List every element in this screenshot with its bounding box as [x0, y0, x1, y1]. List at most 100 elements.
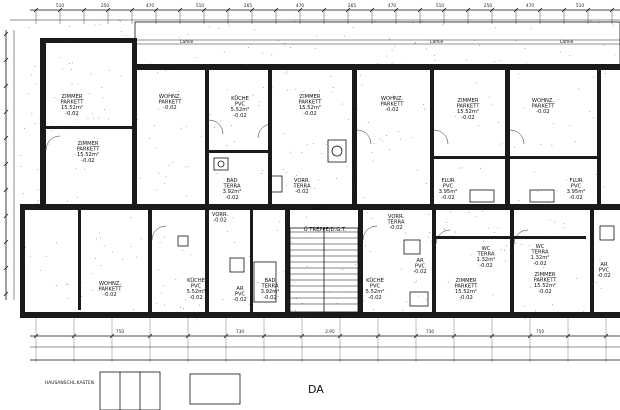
- room-label-line: PARKETT: [77, 147, 101, 153]
- room-label-line: 3.92m²: [261, 289, 280, 295]
- room-label-line: PVC: [235, 102, 246, 108]
- room-label-line: KÜCHE: [231, 95, 249, 102]
- room-label-podest: 10.00: [311, 206, 326, 212]
- room-label-line: -0.02: [189, 295, 202, 301]
- room-label-line: -0.02: [538, 289, 551, 295]
- room-label-line: 5.52m²: [187, 289, 206, 295]
- footer-note: HAUSANSCHL.KASTEN: [45, 380, 94, 386]
- room-label-line: PVC: [235, 292, 246, 298]
- room-label-line: -0.02: [233, 297, 246, 303]
- room-label-line: -0.02: [569, 195, 582, 201]
- room-label-line: 15.52m²: [77, 152, 99, 158]
- room-label-wohnz-4: WOHNZ.PARKETT-0.02: [99, 281, 123, 298]
- room-label-vorr-2: VORR.-0.02: [212, 212, 229, 224]
- room-label-wohnz-3: WOHNZ.PARKETT-0.02: [532, 98, 556, 115]
- bottom-dim-5: 750: [536, 329, 544, 335]
- room-label-line: PVC: [370, 284, 381, 290]
- room-label-line: PVC: [191, 284, 202, 290]
- room-label-line: PARKETT: [457, 104, 481, 110]
- room-label-line: PARKETT: [61, 100, 85, 106]
- section-mark: DA: [308, 383, 324, 396]
- room-label-line: -0.02: [441, 195, 454, 201]
- room-label-line: -0.02: [479, 263, 492, 269]
- room-label-line: 3.95m²: [439, 189, 458, 195]
- room-label-line: -0.02: [385, 107, 398, 113]
- room-label-line: BAD: [264, 278, 275, 284]
- room-label-line: FLUR: [569, 178, 582, 184]
- room-label-line: WOHNZ.: [381, 96, 404, 102]
- room-label-line: ZIMMER: [78, 141, 99, 147]
- room-label-line: -0.02: [233, 113, 246, 119]
- room-label-line: PARKETT: [159, 100, 183, 106]
- top-dim-10: 250: [484, 3, 492, 9]
- room-label-line: -0.02: [295, 189, 308, 195]
- room-label-line: -0.02: [103, 292, 116, 298]
- room-label-line: AR: [236, 286, 244, 292]
- room-label-line: -0.02: [597, 273, 610, 279]
- partition-walls: [78, 70, 601, 314]
- room-label-line: VORR.: [294, 178, 311, 184]
- room-label-line: AR: [416, 258, 424, 264]
- room-label-line: AR: [600, 262, 608, 268]
- room-label-line: WOHNZ.: [159, 94, 182, 100]
- room-label-line: -0.02: [81, 158, 94, 164]
- room-label-line: FLUR: [441, 178, 454, 184]
- bottom-dimension-chain: 750 730 2.95 730 750: [30, 318, 620, 362]
- room-label-line: 15.52m²: [455, 289, 477, 295]
- room-label-wohnz-1: WOHNZ.PARKETT-0.02: [159, 94, 183, 111]
- left-dimension-chain: [3, 30, 15, 300]
- room-label-vorr-1: VORR.TERRA-0.02: [293, 178, 311, 195]
- room-label-line: PARKETT: [534, 278, 558, 284]
- room-label-line: PARKETT: [99, 287, 123, 293]
- room-label-line: -0.02: [368, 295, 381, 301]
- corridor-label-3: Lamie: [560, 39, 574, 45]
- room-label-wohnz-2: WOHNZ.PARKETT-0.02: [381, 96, 405, 113]
- top-dim-11: 470: [526, 3, 534, 9]
- foundation-detail: HAUSANSCHL.KASTEN DA: [45, 371, 324, 410]
- room-label-line: TERRA: [261, 284, 279, 290]
- room-label-line: KÜCHE: [187, 277, 205, 284]
- room-label-line: PVC: [443, 184, 454, 190]
- staircase: [289, 227, 359, 313]
- room-label-line: -0.02: [536, 109, 549, 115]
- top-dim-6: 470: [296, 3, 304, 9]
- room-label-line: WC: [536, 244, 545, 250]
- outer-walls: [20, 38, 620, 318]
- room-label-vorr-3: VORR.TERRA-0.02: [387, 214, 405, 231]
- bottom-dim-4: 730: [426, 329, 434, 335]
- room-label-line: 15.52m²: [61, 105, 83, 111]
- top-dim-8: 470: [388, 3, 396, 9]
- corridor-label-2: Lamie: [430, 39, 444, 45]
- room-label-line: Ü TREPPE/D.G.T.: [304, 226, 347, 233]
- room-label-line: PVC: [599, 268, 610, 274]
- room-label-line: KÜCHE: [366, 277, 384, 284]
- room-label-line: TERRA: [531, 250, 549, 256]
- room-label-line: 1.32m²: [531, 255, 550, 261]
- room-label-line: -0.02: [533, 261, 546, 267]
- room-label-line: TERRA: [387, 220, 405, 226]
- room-label-line: -0.02: [263, 295, 276, 301]
- room-label-line: TERRA: [293, 184, 311, 190]
- room-label-line: 5.52m²: [231, 107, 250, 113]
- fixtures: [177, 139, 615, 307]
- room-label-line: PVC: [415, 264, 426, 270]
- bottom-dim-3: 2.95: [325, 329, 335, 335]
- room-label-line: ZIMMER: [62, 94, 83, 100]
- room-label-line: 3.95m²: [567, 189, 586, 195]
- room-label-line: 15.52m²: [299, 105, 321, 111]
- room-label-line: BAD: [226, 178, 237, 184]
